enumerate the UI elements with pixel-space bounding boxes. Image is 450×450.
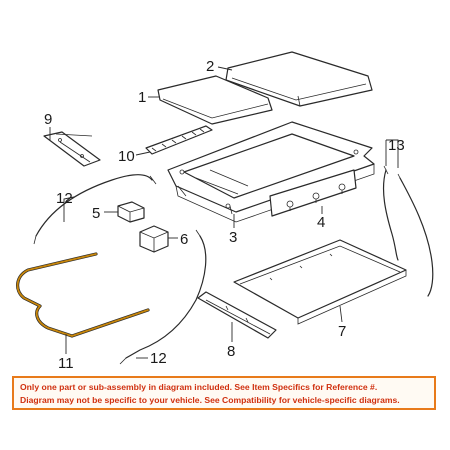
part-4-sunshade-bracket[interactable] (269, 169, 357, 217)
callout-12-lower: 12 (150, 350, 167, 367)
part-8-rear-rail[interactable] (197, 291, 277, 339)
callout-11: 11 (58, 355, 74, 372)
callout-3: 3 (229, 229, 237, 246)
part-12-lower-drain-hose[interactable] (119, 229, 207, 365)
callout-9: 9 (44, 111, 52, 128)
callout-7: 7 (338, 323, 346, 340)
callout-13: 13 (388, 137, 405, 154)
part-7-headliner-panel[interactable] (233, 239, 407, 325)
callout-2: 2 (206, 58, 214, 75)
disclaimer-line-2: Diagram may not be specific to your vehi… (20, 395, 400, 405)
leader-lines (49, 66, 399, 359)
part-13-rear-drain-hoses[interactable] (382, 165, 434, 297)
part-1-sunshade-panel[interactable] (157, 75, 273, 125)
callout-6: 6 (180, 231, 188, 248)
part-6-control-module[interactable] (139, 225, 169, 253)
callout-12-upper: 12 (56, 190, 73, 207)
callout-10: 10 (118, 148, 135, 165)
part-3-sunroof-frame[interactable] (167, 121, 375, 223)
callout-4: 4 (317, 214, 325, 231)
part-9-trim-bracket[interactable] (43, 131, 101, 167)
callout-1: 1 (138, 89, 146, 106)
part-11-sunroof-seal[interactable] (16, 252, 150, 338)
disclaimer-notice: Only one part or sub-assembly in diagram… (12, 376, 436, 410)
part-5-motor[interactable] (117, 201, 145, 223)
part-10-wind-deflector[interactable] (145, 125, 213, 155)
callout-8: 8 (227, 343, 235, 360)
part-12-upper-drain-hose[interactable] (33, 174, 157, 245)
disclaimer-line-1: Only one part or sub-assembly in diagram… (20, 382, 378, 392)
callout-5: 5 (92, 205, 100, 222)
